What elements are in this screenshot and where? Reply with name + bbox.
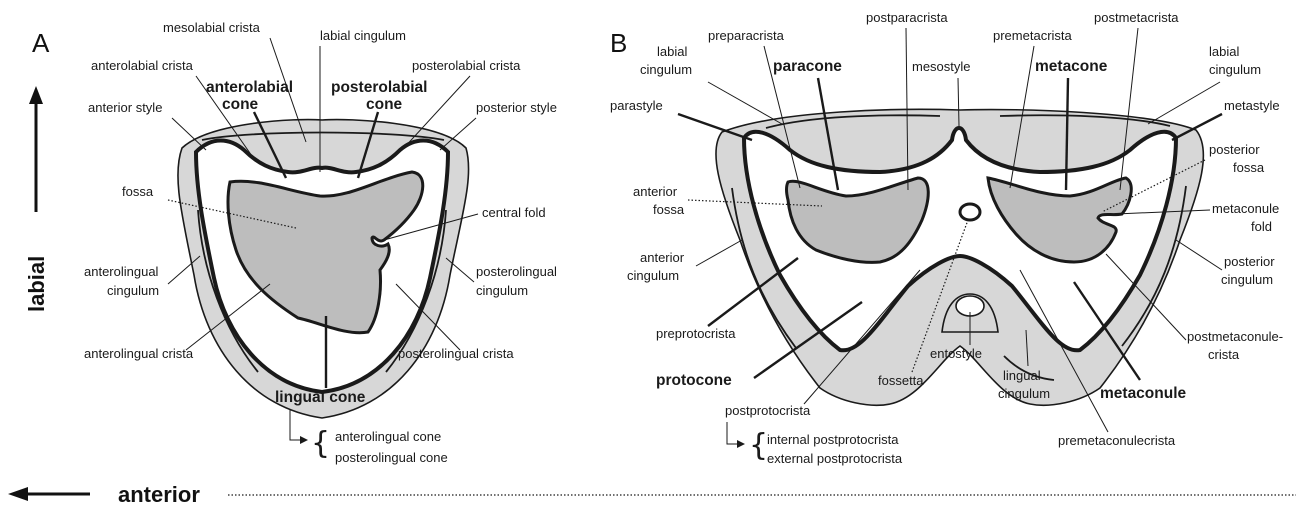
label-posterolabial-cone-line1: posterolabial (331, 79, 427, 96)
label-anterolabial-crista: anterolabial crista (91, 58, 194, 73)
label-premetaconulecrista: premetaconulecrista (1058, 433, 1176, 448)
label-postmetaconulecrista-line2: crista (1208, 347, 1240, 362)
label-posterior-fossa-line2: fossa (1233, 160, 1265, 175)
label-lingual-cone: lingual cone (275, 389, 366, 406)
label-labial-cingulum-b-left-line1: labial (657, 44, 687, 59)
label-lingual-cingulum-line2: cingulum (998, 386, 1050, 401)
anterior-axis-label: anterior (118, 482, 200, 507)
label-labial-cingulum-a: labial cingulum (320, 28, 406, 43)
label-posterior-cingulum-line1: posterior (1224, 254, 1275, 269)
label-posterolabial-cone-line2: cone (366, 96, 403, 113)
label-entostyle: entostyle (930, 346, 982, 361)
label-metaconule-fold-line2: fold (1251, 219, 1272, 234)
label-premetacrista: premetacrista (993, 28, 1073, 43)
label-preparacrista: preparacrista (708, 28, 785, 43)
label-posterolingual-cingulum-line2: cingulum (476, 283, 528, 298)
label-metaconule: metaconule (1100, 385, 1187, 402)
label-anterior-cingulum-line1: anterior (640, 250, 685, 265)
label-preprotocrista: preprotocrista (656, 326, 736, 341)
split-brace-b: { (749, 428, 768, 463)
split-brace-a: { (311, 426, 330, 461)
label-mesostyle: mesostyle (912, 59, 971, 74)
label-labial-cingulum-b-right-line1: labial (1209, 44, 1239, 59)
label-posterolabial-crista: posterolabial crista (412, 58, 521, 73)
label-labial-cingulum-b-left-line2: cingulum (640, 62, 692, 77)
label-anterolabial-cone-line1: anterolabial (206, 79, 293, 96)
label-postparacrista: postparacrista (866, 10, 948, 25)
label-anterolingual-crista: anterolingual crista (84, 346, 194, 361)
tooth-a (178, 120, 469, 418)
labial-arrowhead (29, 86, 43, 104)
labial-axis: labial (24, 86, 49, 312)
fossetta-pit (960, 204, 980, 220)
label-internal-postprotocrista: internal postprotocrista (767, 432, 899, 447)
label-posterior-fossa-line1: posterior (1209, 142, 1260, 157)
label-mesolabial-crista: mesolabial crista (163, 20, 261, 35)
anterior-axis: anterior (8, 482, 1296, 507)
label-anterior-fossa-line1: anterior (633, 184, 678, 199)
label-anterolingual-cone: anterolingual cone (335, 429, 441, 444)
label-posterolingual-crista: posterolingual crista (398, 346, 514, 361)
label-anterolingual-cingulum-line2: cingulum (107, 283, 159, 298)
panel-label-a: A (32, 28, 50, 58)
label-postprotocrista: postprotocrista (725, 403, 811, 418)
label-protocone: protocone (656, 372, 732, 389)
label-parastyle: parastyle (610, 98, 663, 113)
panel-label-b: B (610, 28, 627, 58)
label-fossetta: fossetta (878, 373, 924, 388)
label-anterior-style: anterior style (88, 100, 162, 115)
label-posterior-style: posterior style (476, 100, 557, 115)
label-labial-cingulum-b-right-line2: cingulum (1209, 62, 1261, 77)
label-anterolabial-cone-line2: cone (222, 96, 259, 113)
label-metaconule-fold-line1: metaconule (1212, 201, 1279, 216)
anterior-arrowhead (8, 487, 28, 501)
label-anterior-fossa-line2: fossa (653, 202, 685, 217)
label-posterolingual-cingulum-line1: posterolingual (476, 264, 557, 279)
label-posterolingual-cone: posterolingual cone (335, 450, 448, 465)
label-metacone: metacone (1035, 58, 1108, 75)
label-postmetaconulecrista-line1: postmetaconule- (1187, 329, 1283, 344)
label-postmetacrista: postmetacrista (1094, 10, 1179, 25)
label-posterior-cingulum-line2: cingulum (1221, 272, 1273, 287)
label-paracone: paracone (773, 58, 842, 75)
labial-axis-label: labial (24, 256, 49, 312)
label-anterolingual-cingulum-line1: anterolingual (84, 264, 159, 279)
label-fossa-a: fossa (122, 184, 154, 199)
label-anterior-cingulum-line2: cingulum (627, 268, 679, 283)
label-central-fold: central fold (482, 205, 546, 220)
label-lingual-cingulum-line1: lingual (1003, 368, 1041, 383)
label-metastyle: metastyle (1224, 98, 1280, 113)
label-external-postprotocrista: external postprotocrista (767, 451, 903, 466)
